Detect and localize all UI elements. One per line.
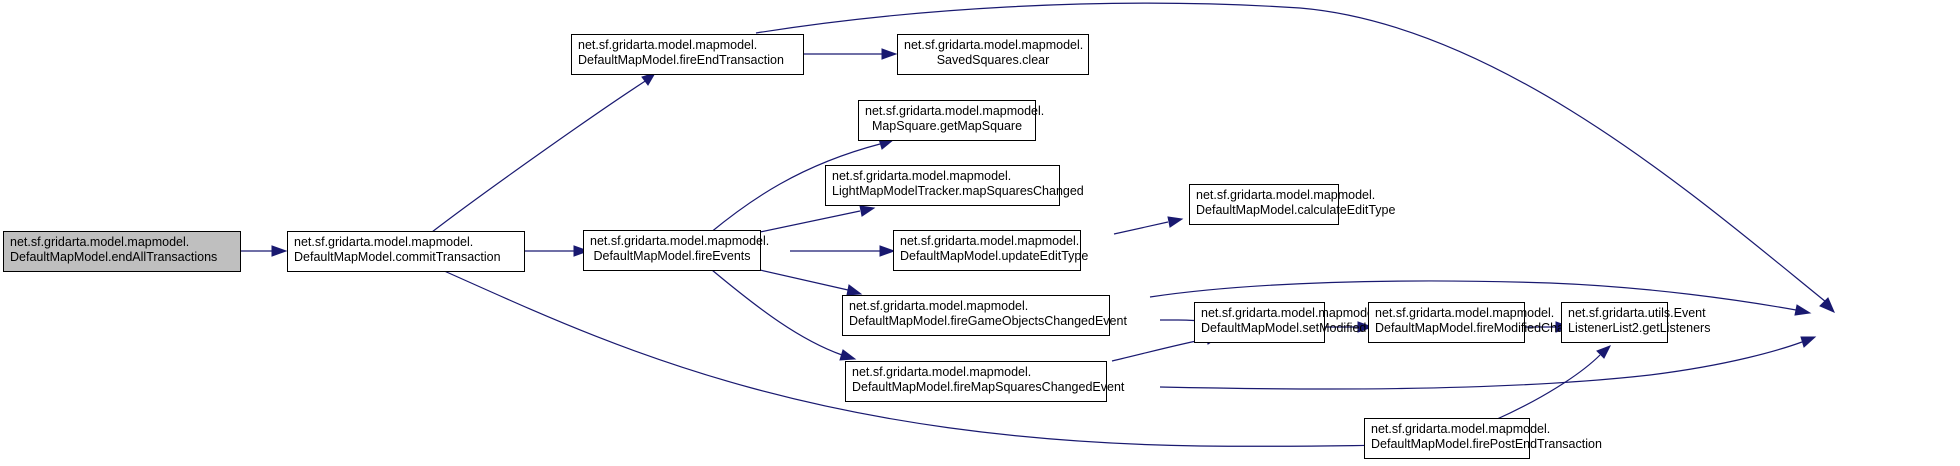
node-label-method: SavedSquares.clear	[936, 53, 1050, 67]
arrowhead-icon	[1357, 321, 1374, 333]
node-fireModifiedChanged[interactable]: net.sf.gridarta.model.mapmodel. DefaultM…	[1368, 302, 1592, 343]
node-label-method: DefaultMapModel.endAllTransactions	[10, 250, 218, 264]
node-label-package: net.sf.gridarta.model.mapmodel.	[904, 38, 1084, 52]
node-setModified[interactable]: net.sf.gridarta.model.mapmodel. DefaultM…	[1194, 302, 1381, 343]
node-commitTransaction[interactable]: net.sf.gridarta.model.mapmodel. DefaultM…	[287, 231, 525, 272]
node-label-method: LightMapModelTracker.mapSquaresChanged	[832, 184, 1084, 198]
node-fireGameObjectsChangedEvent[interactable]: net.sf.gridarta.model.mapmodel. DefaultM…	[842, 295, 1127, 336]
node-label-package: net.sf.gridarta.model.mapmodel.	[832, 169, 1012, 183]
arrowhead-icon	[1167, 216, 1184, 228]
node-label-method: DefaultMapModel.commitTransaction	[294, 250, 501, 264]
node-label-method: DefaultMapModel.fireModifiedChanged	[1375, 321, 1592, 335]
edge-fireMapSq-setModified	[1111, 338, 1207, 362]
edge-fireEvents-getMapSquare	[709, 143, 881, 234]
node-label-package: net.sf.gridarta.utils.Event	[1568, 306, 1706, 320]
node-firePostEndTransaction[interactable]: net.sf.gridarta.model.mapmodel. DefaultM…	[1364, 418, 1602, 459]
arrowhead-icon	[641, 72, 657, 86]
node-lightMapModelTracker[interactable]: net.sf.gridarta.model.mapmodel. LightMap…	[825, 165, 1084, 206]
node-label-method: DefaultMapModel.updateEditType	[900, 249, 1089, 263]
arrowhead-icon	[271, 245, 288, 257]
node-label-package: net.sf.gridarta.model.mapmodel.	[852, 365, 1032, 379]
edge-updateEdit-calcEdit	[1113, 221, 1169, 235]
node-label-package: net.sf.gridarta.model.mapmodel.	[1375, 306, 1555, 320]
node-label-method: MapSquare.getMapSquare	[871, 119, 1023, 133]
node-label-package: net.sf.gridarta.model.mapmodel.	[10, 235, 190, 249]
edge-commit-fireEnd	[431, 77, 651, 233]
edge-fireGameObj-getListeners	[1149, 280, 1797, 311]
node-label-package: net.sf.gridarta.model.mapmodel.	[865, 104, 1045, 118]
node-label-method: DefaultMapModel.firePostEndTransaction	[1371, 437, 1602, 451]
node-label-method: DefaultMapModel.fireEndTransaction	[578, 53, 784, 67]
node-eventListenerList2-getListeners[interactable]: net.sf.gridarta.utils.Event ListenerList…	[1561, 302, 1711, 343]
node-label-package: net.sf.gridarta.model.mapmodel.	[294, 235, 474, 249]
arrowhead-icon	[881, 48, 898, 60]
node-label-method: ListenerList2.getListeners	[1568, 321, 1711, 335]
arrowhead-icon	[839, 349, 857, 361]
node-label-method: DefaultMapModel.fireMapSquaresChangedEve…	[852, 380, 1125, 394]
node-label-package: net.sf.gridarta.model.mapmodel.	[1196, 188, 1376, 202]
arrowhead-icon	[1596, 345, 1612, 359]
arrowhead-icon	[1794, 304, 1812, 316]
node-savedSquaresClear[interactable]: net.sf.gridarta.model.mapmodel. SavedSqu…	[897, 34, 1089, 75]
edge-fireMapSq-getListeners	[1159, 341, 1803, 390]
node-calculateEditType[interactable]: net.sf.gridarta.model.mapmodel. DefaultM…	[1189, 184, 1396, 225]
node-label-method: DefaultMapModel.fireEvents	[593, 249, 751, 263]
node-label-method: DefaultMapModel.fireGameObjectsChangedEv…	[849, 314, 1127, 328]
node-label-method: DefaultMapModel.calculateEditType	[1196, 203, 1396, 217]
edge-fireEvents-fireGameObj	[759, 269, 849, 291]
node-label-package: net.sf.gridarta.model.mapmodel.	[578, 38, 758, 52]
arrowhead-icon	[879, 245, 896, 257]
arrowhead-icon	[846, 284, 863, 296]
node-updateEditType[interactable]: net.sf.gridarta.model.mapmodel. DefaultM…	[893, 230, 1089, 271]
node-getMapSquare[interactable]: net.sf.gridarta.model.mapmodel. MapSquar…	[858, 100, 1045, 141]
node-label-package: net.sf.gridarta.model.mapmodel.	[1371, 422, 1551, 436]
node-label-package: net.sf.gridarta.model.mapmodel.	[1201, 306, 1381, 320]
node-label-package: net.sf.gridarta.model.mapmodel.	[590, 234, 770, 248]
edge-firePostEnd-getListeners	[1494, 354, 1601, 421]
node-label-method: DefaultMapModel.setModified	[1201, 321, 1367, 335]
node-fireEvents[interactable]: net.sf.gridarta.model.mapmodel. DefaultM…	[583, 230, 770, 271]
edge-fireEvents-fireMapSq	[711, 269, 843, 356]
edge-fireEvents-lightTracker	[759, 210, 861, 233]
edge-fireEnd-getListeners	[755, 2, 1827, 303]
node-label-package: net.sf.gridarta.model.mapmodel.	[900, 234, 1080, 248]
arrowhead-icon	[859, 205, 876, 217]
node-fireEndTransaction[interactable]: net.sf.gridarta.model.mapmodel. DefaultM…	[571, 34, 804, 75]
node-endAllTransactions[interactable]: net.sf.gridarta.model.mapmodel. DefaultM…	[3, 231, 241, 272]
arrowhead-icon	[1800, 336, 1817, 348]
arrowhead-icon	[573, 245, 590, 257]
node-label-package: net.sf.gridarta.model.mapmodel.	[849, 299, 1029, 313]
arrowhead-icon	[1819, 297, 1835, 313]
node-fireMapSquaresChangedEvent[interactable]: net.sf.gridarta.model.mapmodel. DefaultM…	[845, 361, 1125, 402]
